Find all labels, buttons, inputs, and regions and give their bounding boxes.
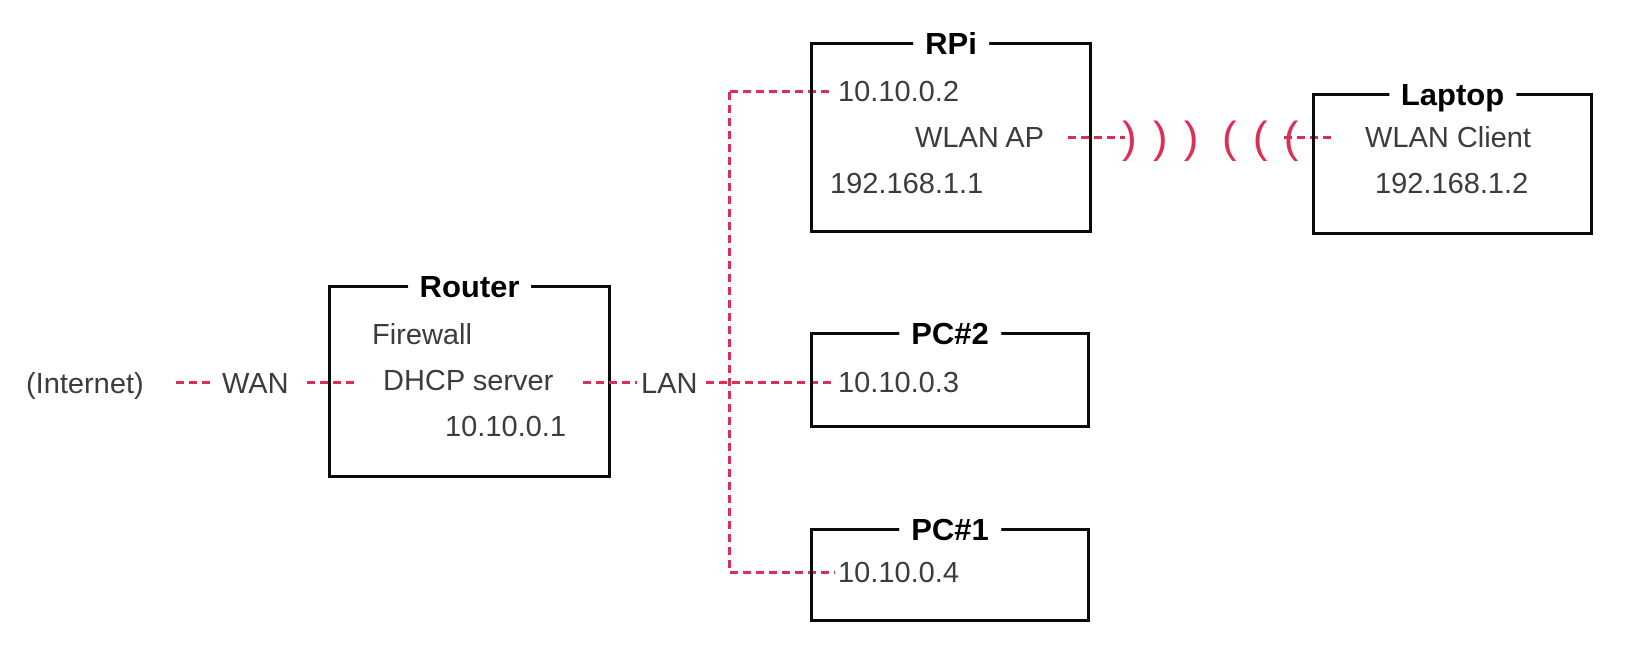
router-dhcp-label: DHCP server bbox=[383, 365, 554, 397]
pc2-ip-label: 10.10.0.3 bbox=[838, 367, 959, 399]
wan-label: WAN bbox=[222, 368, 289, 400]
pc1-node-box: PC#1 bbox=[810, 511, 1090, 622]
lan-pc2-connection-line bbox=[706, 381, 834, 384]
lan-rpi-branch-line bbox=[730, 90, 834, 93]
router-node-box: Router bbox=[328, 268, 611, 478]
pc1-ip-label: 10.10.0.4 bbox=[838, 557, 959, 589]
pc2-node-box: PC#2 bbox=[810, 315, 1090, 428]
laptop-node-box: Laptop bbox=[1312, 76, 1593, 235]
router-ip-label: 10.10.0.1 bbox=[445, 411, 566, 443]
router-node-title: Router bbox=[407, 268, 532, 305]
laptop-wlan-ip-label: 192.168.1.2 bbox=[1375, 168, 1529, 200]
internet-wan-connection-line bbox=[176, 381, 214, 384]
laptop-node-title: Laptop bbox=[1388, 76, 1517, 113]
laptop-wifi-connection-line bbox=[1284, 136, 1336, 139]
lan-trunk-line bbox=[728, 92, 731, 573]
rpi-node-title: RPi bbox=[913, 25, 989, 62]
lan-label: LAN bbox=[641, 368, 698, 400]
pc1-node-title: PC#1 bbox=[899, 511, 1001, 548]
laptop-wlan-client-label: WLAN Client bbox=[1365, 122, 1531, 154]
lan-pc1-branch-line bbox=[730, 571, 835, 574]
router-firewall-label: Firewall bbox=[372, 319, 472, 351]
pc2-node-title: PC#2 bbox=[899, 315, 1001, 352]
rpi-wlan-ap-label: WLAN AP bbox=[915, 122, 1044, 154]
rpi-wifi-connection-line bbox=[1068, 136, 1125, 139]
rpi-wlan-ip-label: 192.168.1.1 bbox=[830, 168, 984, 200]
wifi-signal-transmit-icon: ) ) ) bbox=[1122, 113, 1201, 162]
router-lan-connection-line bbox=[583, 381, 637, 384]
rpi-node-box: RPi bbox=[810, 25, 1092, 233]
internet-label: (Internet) bbox=[26, 368, 144, 400]
rpi-lan-ip-label: 10.10.0.2 bbox=[838, 76, 959, 108]
